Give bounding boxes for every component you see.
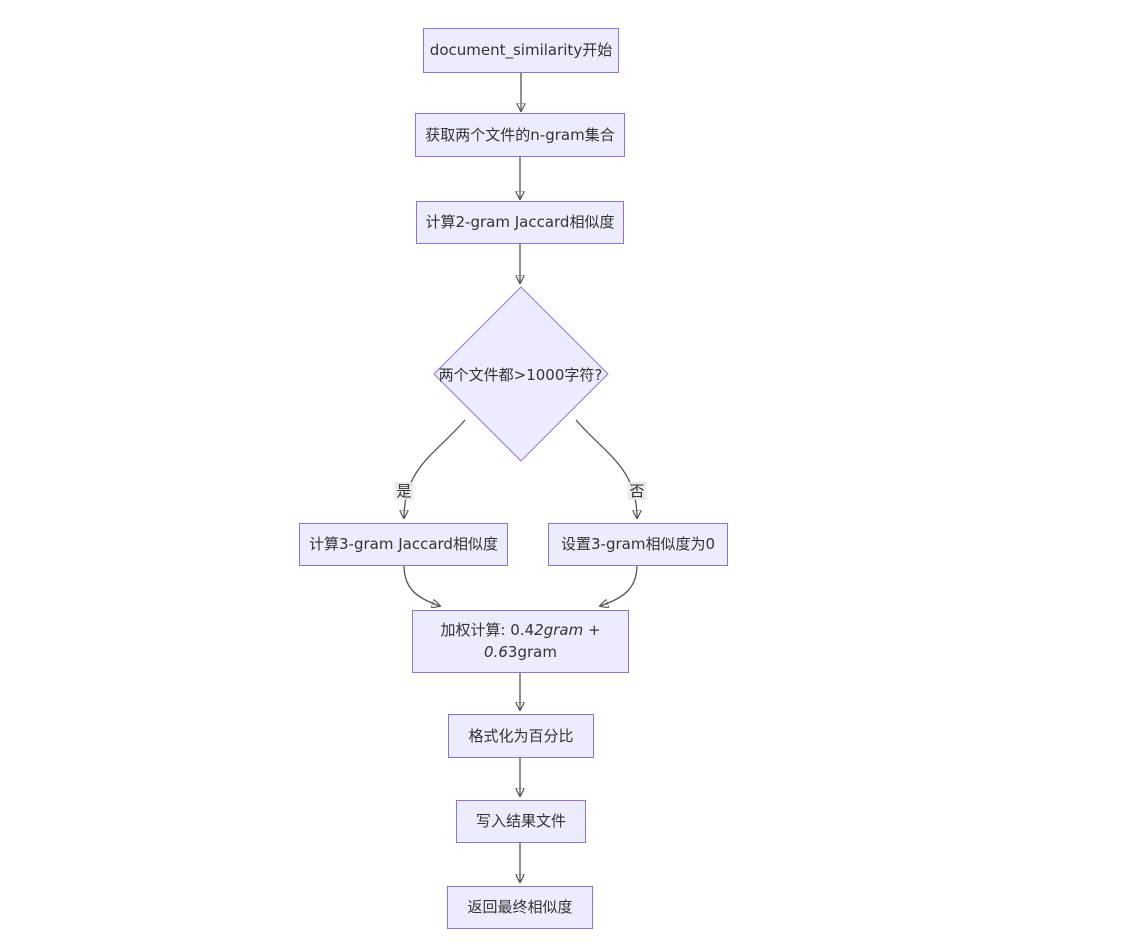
node-set-3gram-zero-label: 设置3-gram相似度为0 — [561, 535, 715, 554]
node-return-final-label: 返回最终相似度 — [467, 898, 573, 917]
weighted-line2-normal: 3gram — [507, 642, 557, 661]
edge-label-yes: 是 — [394, 482, 414, 500]
node-weighted-calc: 加权计算: 0.42gram + 0.63gram — [412, 610, 629, 673]
weighted-line1-normal: 加权计算: 0.4 — [440, 620, 535, 639]
edge-label-no: 否 — [627, 482, 647, 500]
edge-jaccard3-to-weighted — [403, 564, 440, 606]
edge-set3zero-to-weighted — [600, 564, 638, 606]
node-format-percent: 格式化为百分比 — [448, 714, 594, 758]
node-decision-length-label: 两个文件都>1000字符? — [438, 365, 603, 384]
node-format-percent-label: 格式化为百分比 — [468, 726, 574, 745]
node-start: document_similarity开始 — [423, 28, 619, 73]
node-jaccard-3gram: 计算3-gram Jaccard相似度 — [299, 523, 508, 566]
node-jaccard-2gram-label: 计算2-gram Jaccard相似度 — [425, 213, 615, 232]
node-decision-length: 两个文件都>1000字符? — [432, 286, 609, 462]
weighted-calc-text: 加权计算: 0.42gram + 0.63gram — [440, 620, 600, 664]
node-return-final: 返回最终相似度 — [447, 886, 593, 929]
node-set-3gram-zero: 设置3-gram相似度为0 — [548, 523, 728, 566]
weighted-calc-line2: 0.63gram — [440, 642, 600, 664]
node-start-label: document_similarity开始 — [429, 41, 613, 60]
weighted-line2-italic: 0.6 — [484, 642, 508, 661]
node-jaccard-2gram: 计算2-gram Jaccard相似度 — [416, 201, 624, 244]
weighted-calc-line1: 加权计算: 0.42gram + — [440, 620, 600, 642]
node-write-result: 写入结果文件 — [456, 800, 586, 843]
node-write-result-label: 写入结果文件 — [475, 812, 566, 831]
node-get-ngrams-label: 获取两个文件的n-gram集合 — [425, 125, 615, 144]
node-get-ngrams: 获取两个文件的n-gram集合 — [415, 113, 625, 157]
weighted-line1-italic: 2gram + — [534, 620, 601, 639]
node-jaccard-3gram-label: 计算3-gram Jaccard相似度 — [309, 535, 498, 554]
